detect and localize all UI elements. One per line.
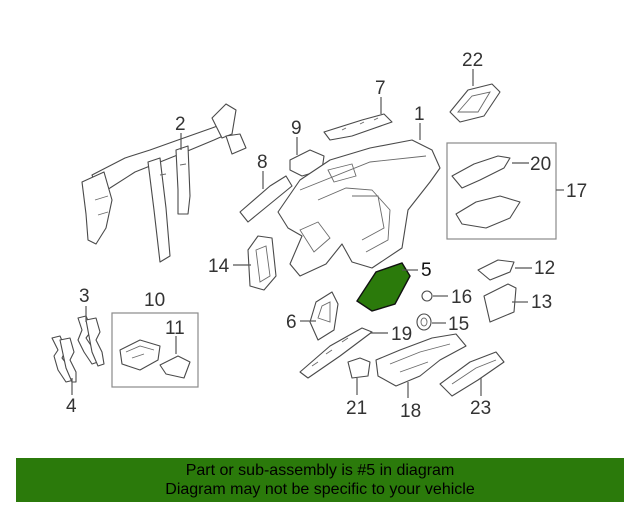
callout-16: 16 [451, 287, 472, 308]
callout-18: 18 [400, 401, 421, 422]
part-11-component [159, 355, 191, 379]
part-5-highlighted-panel[interactable] [356, 262, 411, 312]
part-19-duct [299, 327, 373, 379]
banner-line-2: Diagram may not be specific to your vehi… [165, 481, 475, 498]
callout-1: 1 [414, 104, 425, 125]
part-16-grommet [421, 290, 433, 302]
info-banner: Part or sub-assembly is #5 in diagram Di… [16, 458, 624, 502]
callout-20: 20 [530, 154, 551, 175]
callout-21: 21 [346, 398, 367, 419]
part-21-clip [347, 357, 371, 379]
part-10-group-box [111, 312, 199, 388]
callout-14: 14 [208, 256, 230, 277]
part-13-panel [483, 283, 517, 323]
callout-11: 11 [165, 318, 185, 339]
callout-13: 13 [531, 292, 552, 313]
callout-5: 5 [421, 260, 432, 281]
part-8-trim-strip [239, 175, 293, 223]
callout-12: 12 [534, 258, 555, 279]
callout-19: 19 [391, 324, 412, 345]
callout-9: 9 [291, 118, 302, 139]
part-2-cross-car-beam [81, 103, 247, 263]
part-20-component [451, 155, 511, 189]
part-7-defrost-panel [323, 113, 393, 141]
part-17-group-box [446, 142, 557, 240]
callout-15: 15 [448, 314, 469, 335]
callout-10: 10 [144, 290, 165, 311]
callout-17: 17 [566, 181, 587, 202]
part-4-bracket [51, 335, 77, 383]
callout-2: 2 [175, 114, 186, 135]
part-3-bracket [77, 315, 105, 367]
callout-7: 7 [375, 78, 386, 99]
callout-6: 6 [286, 312, 297, 333]
callout-22: 22 [462, 50, 483, 71]
part-12-cover [477, 259, 515, 281]
part-18-console-duct [375, 333, 467, 387]
callout-3: 3 [79, 286, 90, 307]
part-23-duct [439, 351, 505, 397]
callout-8: 8 [257, 152, 268, 173]
part-1-instrument-panel [277, 139, 441, 277]
callout-23: 23 [470, 398, 491, 419]
part-14-trim [247, 235, 277, 291]
part-6-bracket [309, 291, 339, 341]
leader-lines [71, 69, 564, 398]
part-17-component [455, 195, 521, 229]
part-15-bushing [416, 313, 432, 331]
callout-labels: 1 2 3 4 5 6 7 8 9 10 11 12 13 14 15 16 1… [66, 50, 587, 422]
part-22-panel [449, 83, 501, 123]
banner-line-1: Part or sub-assembly is #5 in diagram [185, 462, 455, 479]
part-10-component [119, 339, 161, 371]
callout-4: 4 [66, 396, 77, 417]
